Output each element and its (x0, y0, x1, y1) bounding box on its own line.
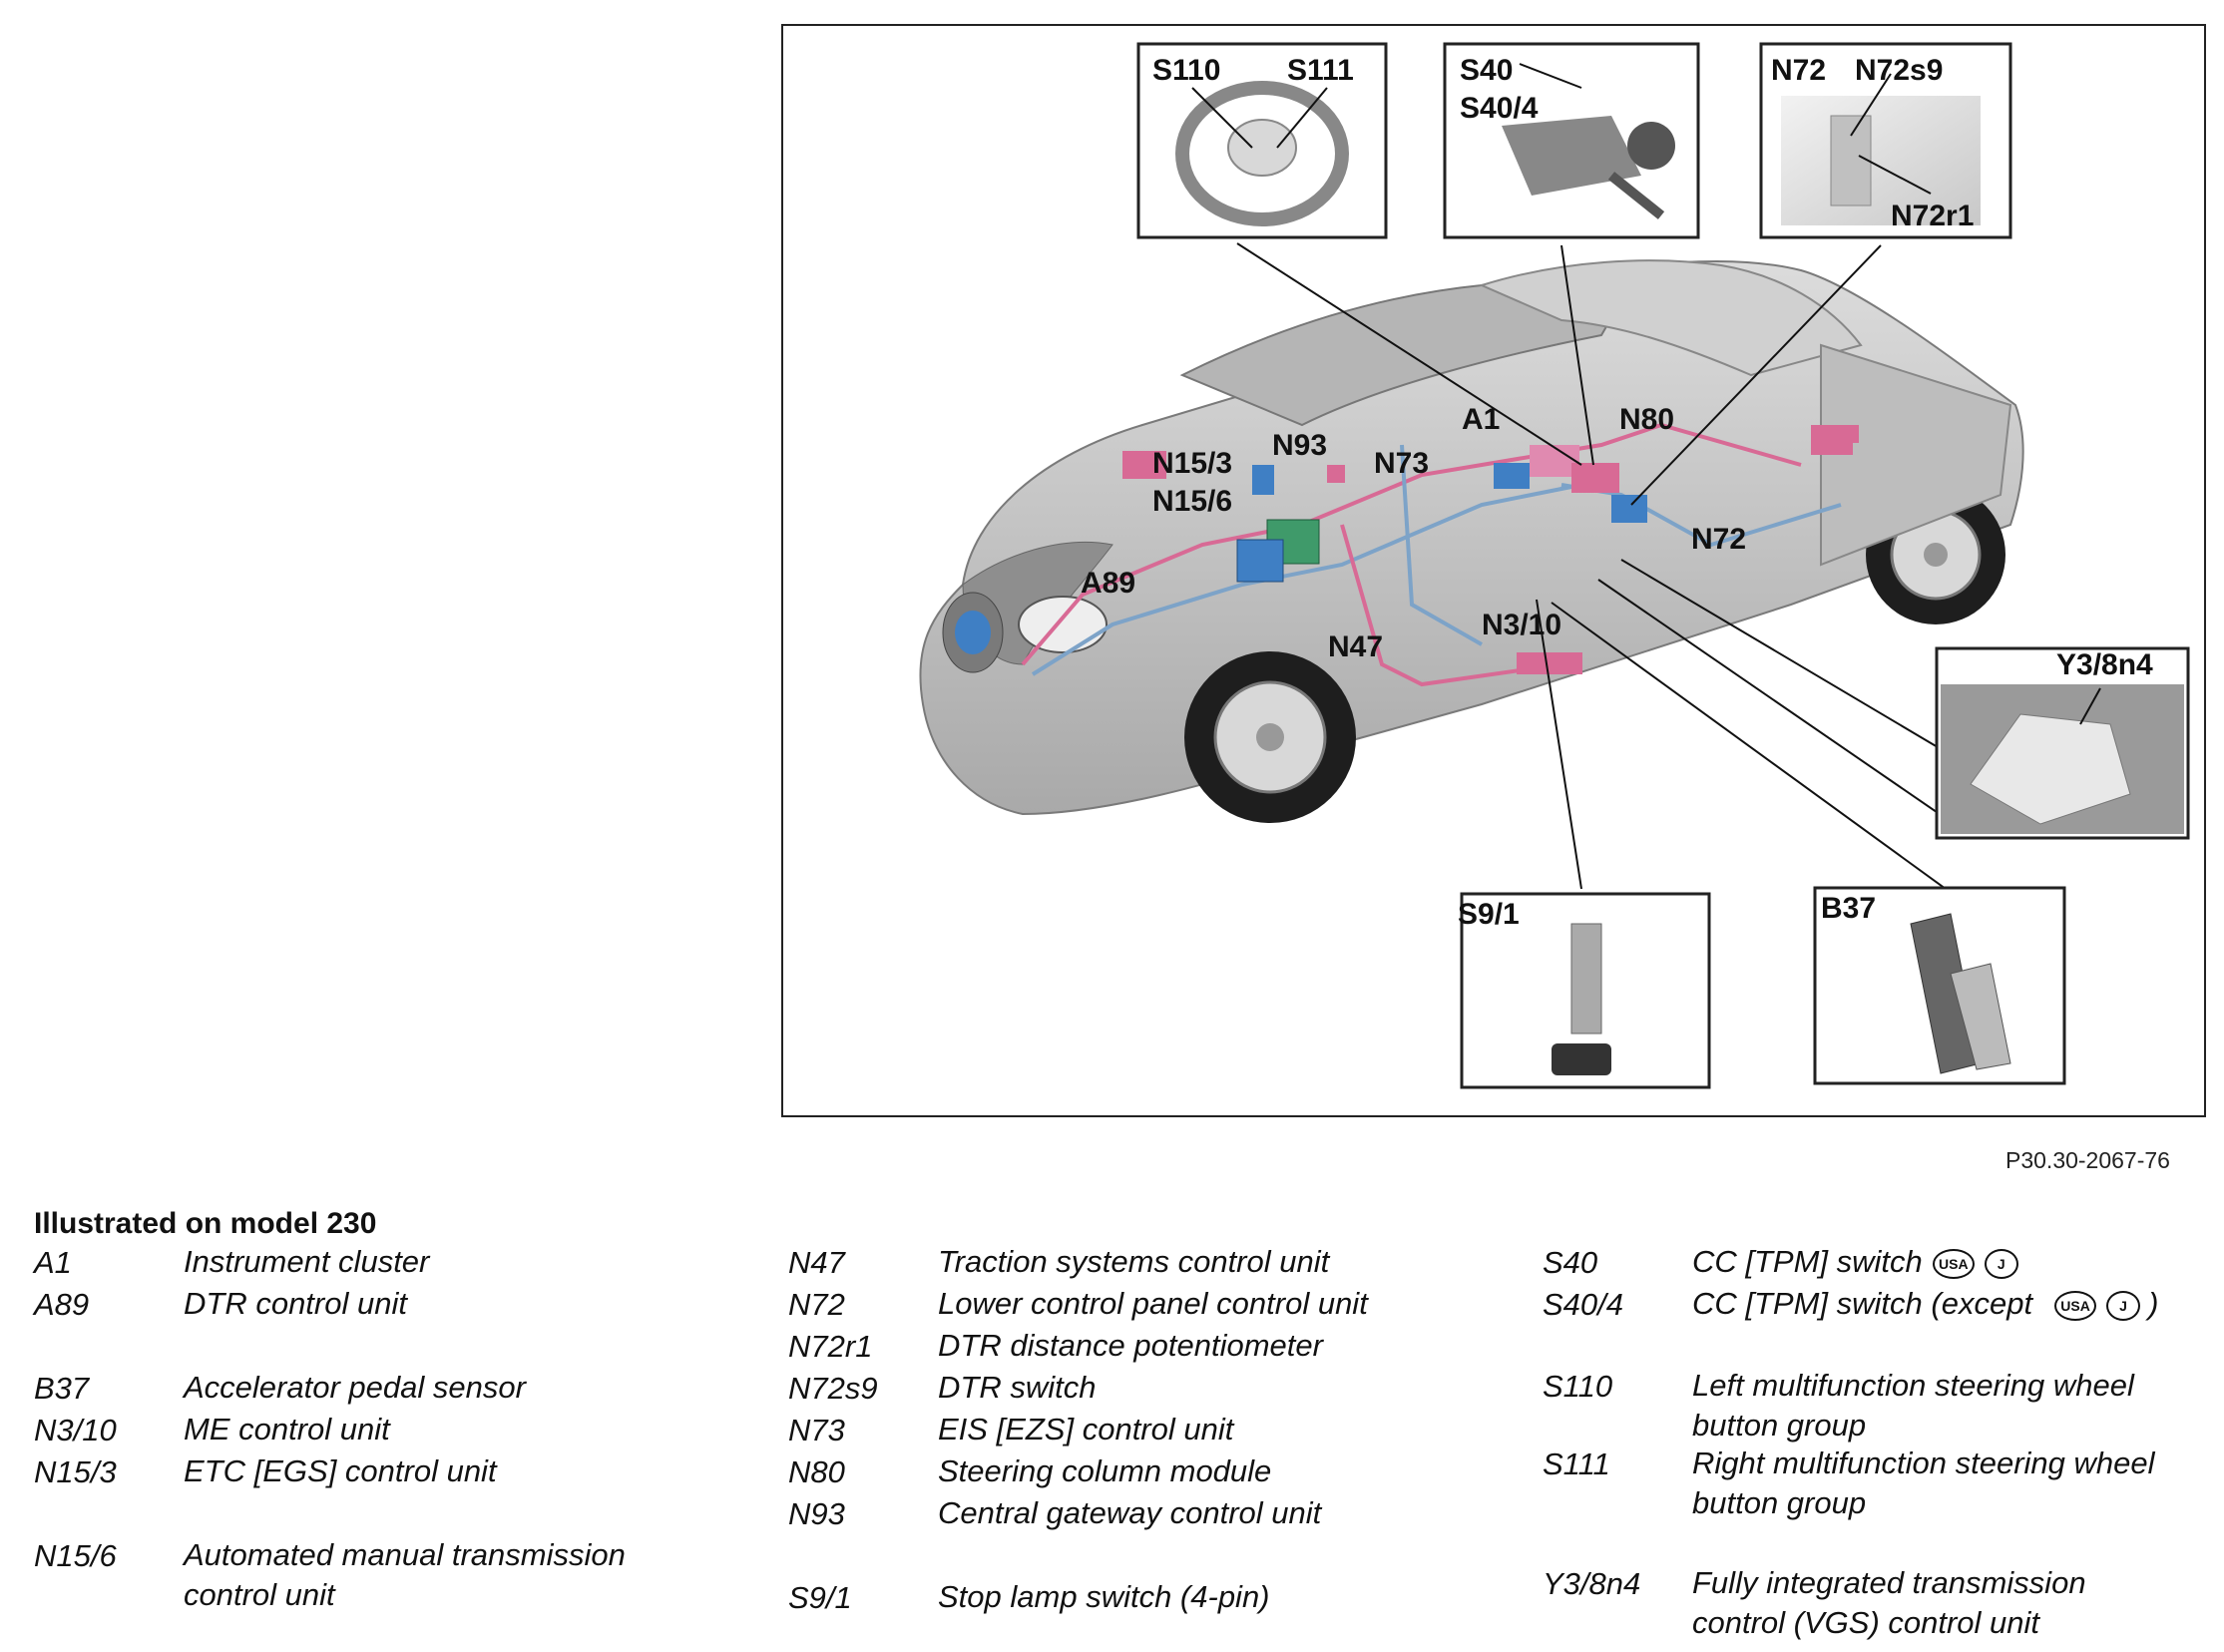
callout-n72-inset: N72 (1771, 54, 1826, 87)
legend-desc: DTR control unit (184, 1286, 407, 1321)
legend-desc: Stop lamp switch (4-pin) (938, 1579, 1270, 1614)
legend-code: N15/6 (34, 1538, 117, 1573)
callout-n80: N80 (1619, 403, 1674, 436)
n47-module (1236, 539, 1284, 583)
callout-s110: S110 (1152, 54, 1220, 87)
callout-b37: B37 (1821, 892, 1876, 925)
legend-code: N93 (788, 1496, 845, 1531)
component-locator-diagram: S110 S111 S40 S40/4 N72 N72s9 N72r1 A1 N… (919, 42, 2190, 1089)
n80-module (1571, 463, 1619, 493)
legend-code: N73 (788, 1413, 845, 1447)
callout-y3-8n4: Y3/8n4 (2056, 648, 2153, 681)
legend-desc: Accelerator pedal sensor (184, 1370, 526, 1405)
legend-desc: ETC [EGS] control unit (184, 1453, 497, 1488)
legend-code: Y3/8n4 (1543, 1566, 1641, 1601)
callout-a1: A1 (1462, 403, 1500, 436)
figure-reference: P30.30-2067-76 (2005, 1147, 2170, 1173)
legend-code: A89 (34, 1287, 90, 1322)
j-badge-icon: J (1984, 1248, 2018, 1279)
usa-badge-icon: USA (2054, 1290, 2097, 1321)
inset-transmission-unit (1935, 646, 2190, 840)
inset-accelerator-pedal (1813, 886, 2066, 1085)
callout-n15-6: N15/6 (1152, 485, 1232, 518)
legend-desc: Right multifunction steering wheel butto… (1692, 1446, 2155, 1520)
callout-s40: S40 (1460, 54, 1513, 87)
diagram-frame: S110 S111 S40 S40/4 N72 N72s9 N72r1 A1 N… (781, 24, 2206, 1117)
legend-desc: Automated manual transmission control un… (184, 1537, 626, 1612)
a89-module (955, 611, 991, 654)
callout-n47: N47 (1328, 630, 1383, 663)
callout-n72r1: N72r1 (1891, 200, 1974, 232)
callout-n3-10: N3/10 (1482, 609, 1561, 641)
legend-code: N72 (788, 1287, 845, 1322)
legend-code: S111 (1543, 1446, 1610, 1481)
legend-desc: ME control unit (184, 1412, 390, 1446)
legend-code: N15/3 (34, 1454, 117, 1489)
legend-code: S9/1 (788, 1580, 852, 1615)
inset-column-switch (1443, 42, 1700, 239)
legend-desc: DTR switch (938, 1370, 1097, 1405)
legend-desc: Central gateway control unit (938, 1495, 1322, 1530)
n15-module (1252, 465, 1274, 495)
callout-n15-3: N15/3 (1152, 447, 1232, 480)
legend-code: N72r1 (788, 1329, 873, 1364)
legend-desc: CC [TPM] switch (1692, 1244, 1923, 1279)
callout-labels: S110 S111 S40 S40/4 N72 N72s9 N72r1 A1 N… (1081, 54, 2153, 931)
legend-code: S110 (1543, 1369, 1613, 1404)
n73-module (1494, 463, 1530, 489)
callout-s9-1: S9/1 (1458, 898, 1520, 931)
callout-n73: N73 (1374, 447, 1429, 480)
legend-suffix: ) (2148, 1286, 2159, 1321)
j-badge-icon: J (2106, 1290, 2141, 1321)
legend-desc: CC [TPM] switch (except (1692, 1286, 2033, 1321)
inset-lower-panel (1759, 42, 2012, 239)
legend-desc: Instrument cluster (184, 1244, 430, 1279)
callout-s111: S111 (1287, 54, 1354, 87)
a1-module (1530, 445, 1579, 477)
legend-desc: Lower control panel control unit (938, 1286, 1368, 1321)
legend-code: S40/4 (1543, 1287, 1624, 1322)
inset-steering-wheel (1136, 42, 1388, 239)
legend-code: N47 (788, 1245, 845, 1280)
n72-module (1611, 495, 1647, 523)
control-modules (955, 425, 1859, 674)
car-illustration (919, 259, 2024, 823)
callout-n93: N93 (1272, 429, 1327, 462)
harness-connector (1122, 451, 1166, 479)
legend-desc: Steering column module (938, 1453, 1272, 1488)
harness-connector (1517, 652, 1582, 674)
callout-n72s9: N72s9 (1855, 54, 1943, 87)
legend-desc: Left multifunction steering wheel button… (1692, 1368, 2134, 1443)
legend-code: S40 (1543, 1245, 1598, 1280)
legend-desc: Fully integrated transmission control (V… (1692, 1565, 2086, 1640)
n93-module (1327, 465, 1345, 483)
legend-desc: EIS [EZS] control unit (938, 1412, 1234, 1446)
legend-desc: DTR distance potentiometer (938, 1328, 1323, 1363)
legend-code: B37 (34, 1371, 90, 1406)
legend-code: N80 (788, 1454, 845, 1489)
legend-title: Illustrated on model 230 (34, 1207, 377, 1240)
legend-code: A1 (34, 1245, 72, 1280)
legend-desc: Traction systems control unit (938, 1244, 1330, 1279)
legend-code: N72s9 (788, 1371, 878, 1406)
legend-code: N3/10 (34, 1413, 117, 1447)
callout-n72: N72 (1691, 523, 1746, 556)
inset-brake-pedal (1460, 892, 1711, 1089)
usa-badge-icon: USA (1932, 1248, 1975, 1279)
callout-a89: A89 (1081, 567, 1135, 600)
callout-s40-4: S40/4 (1460, 92, 1539, 125)
